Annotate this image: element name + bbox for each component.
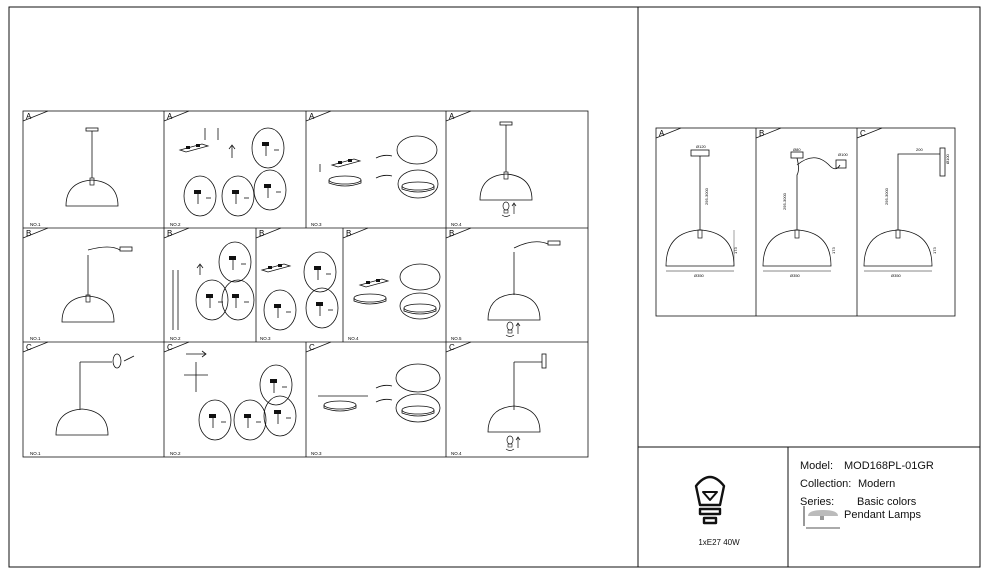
step-number: NO.4 <box>451 222 462 227</box>
step-letter: A <box>309 112 315 121</box>
collection-value: Modern <box>858 478 896 490</box>
dimension-letter: B <box>759 129 764 138</box>
step-c1-illustration <box>55 353 135 436</box>
step-letter: B <box>26 229 31 238</box>
step-b3-illustration <box>261 251 339 331</box>
step-b5-illustration <box>487 240 561 337</box>
bulb-spec-label: 1xE27 40W <box>698 538 740 547</box>
step-a4-illustration <box>479 121 533 217</box>
dim-height: 295-3000 <box>704 187 709 205</box>
step-b4-illustration <box>353 263 441 320</box>
light-bulb-icon <box>694 475 726 525</box>
collection-row: Collection: Modern <box>800 475 980 493</box>
series-value: Basic colors <box>857 496 917 508</box>
step-number: NO.1 <box>30 336 41 341</box>
model-row: Model: MOD168PL-01GR <box>800 457 980 475</box>
step-number: NO.4 <box>348 336 359 341</box>
step-letter: C <box>167 343 173 352</box>
step-a3-illustration <box>319 135 439 199</box>
pendant-lamp-icon <box>803 506 840 529</box>
type-value: Pendant Lamps <box>844 509 922 521</box>
step-number: NO.2 <box>170 222 181 227</box>
series-label: Series: <box>800 496 835 508</box>
step-number: NO.2 <box>170 336 181 341</box>
step-number: NO.2 <box>170 451 181 456</box>
step-letter: B <box>346 229 351 238</box>
assembly-steps-grid: A A A A B B B B B C C C C NO.1 NO.2 NO.3… <box>22 110 589 458</box>
step-letter: B <box>449 229 454 238</box>
collection-label: Collection: <box>800 478 852 490</box>
dimension-drawings: A B C Ø120 295-3000 173 Ø350 Ø80 Ø100 29… <box>655 127 956 317</box>
step-b1-illustration <box>61 246 133 323</box>
step-letter: C <box>449 343 455 352</box>
dimension-letter: A <box>659 129 665 138</box>
step-letter: B <box>259 229 264 238</box>
dim-shade-height: 173 <box>831 247 836 254</box>
step-number: NO.3 <box>311 451 322 456</box>
step-c2-illustration <box>184 350 297 441</box>
dim-top: Ø80 <box>793 147 801 152</box>
step-letter: A <box>167 112 173 121</box>
step-b2-illustration <box>172 241 255 330</box>
dim-width: Ø350 <box>790 273 801 278</box>
dimension-letter: C <box>860 129 866 138</box>
step-letter: A <box>26 112 32 121</box>
dim-height: 295-3000 <box>884 187 889 205</box>
step-number: NO.1 <box>30 222 41 227</box>
dim-shade-height: 173 <box>733 247 738 254</box>
step-number: NO.3 <box>311 222 322 227</box>
series-row: Series: Basic colors <box>800 493 980 511</box>
model-label: Model: <box>800 460 834 472</box>
dim-arm: 200 <box>916 147 923 152</box>
product-info: Model: MOD168PL-01GR Collection: Modern Se… <box>800 457 980 524</box>
dim-height: 295-3000 <box>782 192 787 210</box>
step-letter: C <box>26 343 32 352</box>
step-c4-illustration <box>487 353 547 451</box>
dim-width: Ø350 <box>891 273 902 278</box>
step-letter: A <box>449 112 455 121</box>
step-a1-illustration <box>65 127 119 207</box>
step-number: NO.4 <box>451 451 462 456</box>
type-row: Pendant Lamps <box>800 506 980 524</box>
dim-top: Ø120 <box>696 144 707 149</box>
dim-plate: Ø100 <box>945 153 950 164</box>
step-letter: B <box>167 229 172 238</box>
step-number: NO.1 <box>30 451 41 456</box>
dim-width: Ø350 <box>694 273 705 278</box>
step-number: NO.3 <box>260 336 271 341</box>
step-a2-illustration <box>179 127 287 217</box>
step-letter: C <box>309 343 315 352</box>
step-c3-illustration <box>318 363 441 423</box>
model-value: MOD168PL-01GR <box>844 460 934 472</box>
dim-shade-height: 173 <box>932 247 937 254</box>
step-number: NO.5 <box>451 336 462 341</box>
dim-top-2: Ø100 <box>838 152 849 157</box>
